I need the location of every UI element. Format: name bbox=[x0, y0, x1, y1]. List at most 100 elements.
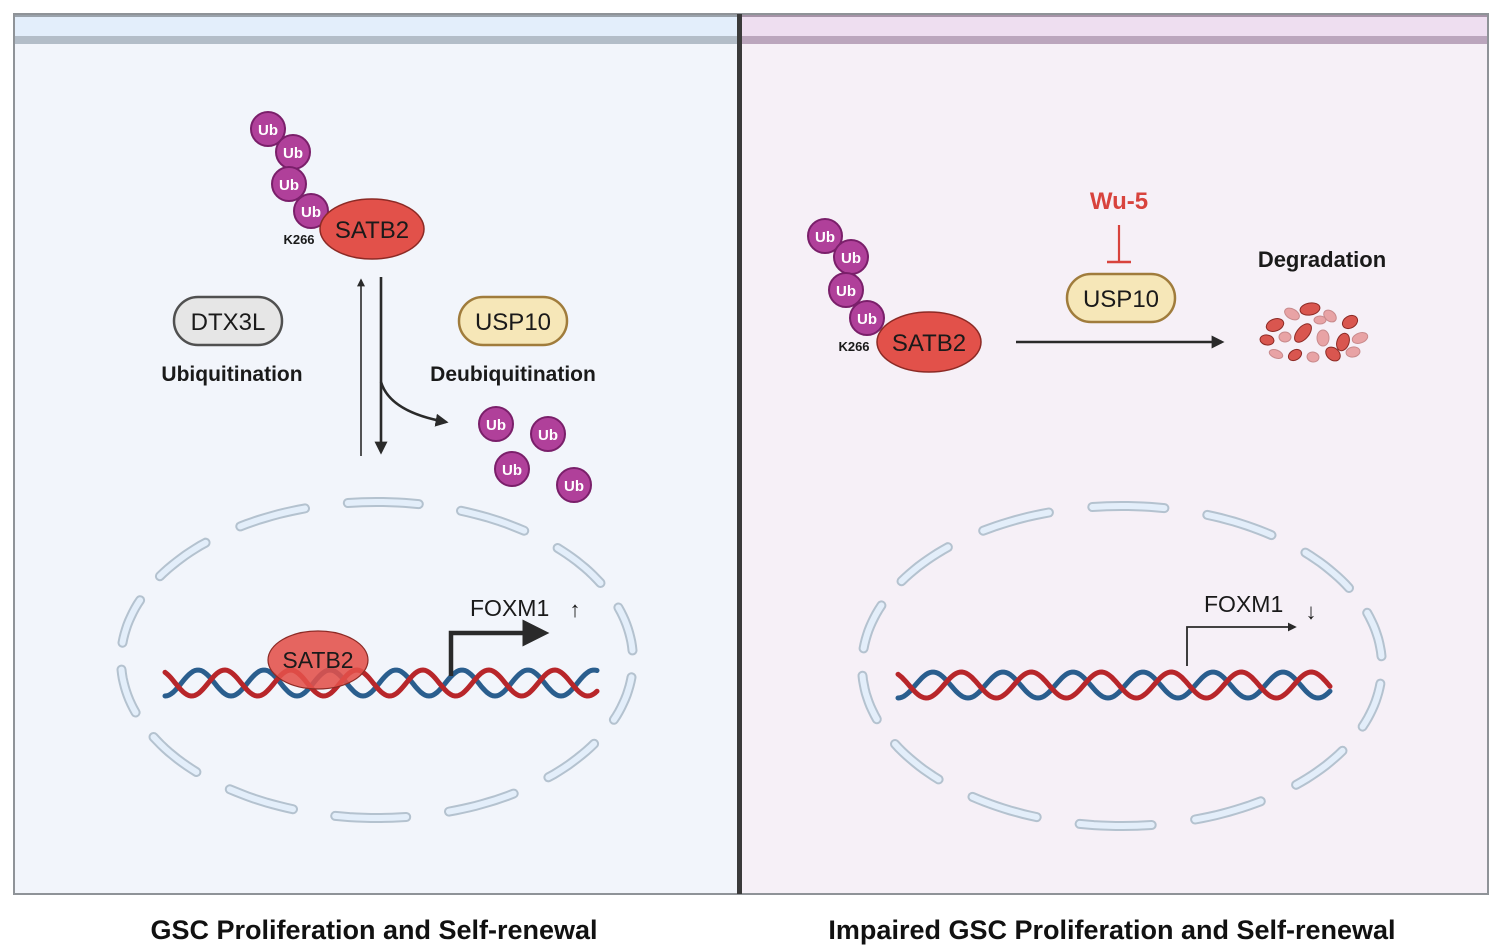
nuclear-envelope-segment-inner bbox=[150, 734, 200, 775]
left-foxm1-promoter: FOXM1 ↑ bbox=[448, 595, 581, 676]
ub-chain: Ub Ub Ub Ub bbox=[250, 111, 329, 229]
right-dna-helix bbox=[895, 669, 1333, 701]
protein-fragment bbox=[1323, 309, 1337, 323]
ub-label: Ub bbox=[502, 462, 522, 479]
usp10-deubiquitinase: USP10 Deubiquitination bbox=[430, 295, 596, 386]
k266-site-label: K266 bbox=[283, 232, 314, 247]
ub-circle: Ub bbox=[556, 467, 592, 503]
k266-site-label: K266 bbox=[838, 339, 869, 354]
dtx3l-ligase: DTX3L Ubiquitination bbox=[161, 295, 303, 386]
left-ubiquitinated-satb2: Ub Ub Ub Ub SATB2 K266 bbox=[250, 111, 425, 260]
satb2-protein bbox=[319, 198, 425, 260]
left-nucleus bbox=[116, 497, 638, 823]
nuclear-envelope-segment-inner bbox=[1302, 549, 1352, 591]
equilibrium-arrows bbox=[357, 277, 449, 456]
ub-circle: Ub bbox=[530, 416, 566, 452]
left-caption: GSC Proliferation and Self-renewal bbox=[150, 915, 597, 945]
deubiquitination-label: Deubiquitination bbox=[430, 363, 596, 386]
nuclear-envelope-segment-inner bbox=[332, 812, 410, 821]
ub-circle: Ub bbox=[494, 451, 530, 487]
ub-circle: Ub bbox=[807, 218, 843, 254]
right-panel-background bbox=[740, 14, 1488, 894]
left-panel bbox=[14, 13, 740, 894]
nuclear-envelope-segment-inner bbox=[1204, 511, 1275, 539]
right-panel-header-bar bbox=[740, 36, 1488, 44]
ub-label: Ub bbox=[836, 283, 856, 300]
ub-circle: Ub bbox=[275, 134, 311, 170]
foxm1-label: FOXM1 bbox=[470, 595, 549, 621]
nuclear-envelope-segment-inner bbox=[898, 544, 951, 585]
satb2-protein bbox=[876, 311, 982, 373]
nuclear-envelope-segment-inner bbox=[1076, 820, 1155, 829]
ub-circle: Ub bbox=[478, 406, 514, 442]
nuclear-envelope-segment-inner bbox=[156, 539, 209, 580]
nuclear-envelope-segment-inner bbox=[1089, 503, 1168, 512]
ub-circle: Ub bbox=[271, 166, 307, 202]
left-panel-header-bar bbox=[14, 36, 740, 44]
right-caption: Impaired GSC Proliferation and Self-rene… bbox=[828, 915, 1395, 945]
nuclear-envelope-segment-inner bbox=[860, 602, 885, 652]
dna-strand-blue bbox=[162, 667, 600, 699]
nuclear-envelope-segment-inner bbox=[1364, 609, 1385, 660]
satb2-bound-protein bbox=[267, 630, 369, 690]
nuclear-envelope-segment-inner bbox=[554, 545, 604, 586]
ub-circle: Ub bbox=[849, 300, 885, 336]
ub-label: Ub bbox=[301, 204, 321, 221]
nuclear-envelope-segment-inner bbox=[1293, 747, 1346, 788]
ub-circle: Ub bbox=[833, 239, 869, 275]
protein-fragment bbox=[1294, 323, 1312, 343]
nuclear-envelope-segment-inner bbox=[1359, 680, 1384, 730]
dna-strand-blue bbox=[895, 669, 1333, 701]
ub-circle: Ub bbox=[293, 193, 329, 229]
ubiquitination-label: Ubiquitination bbox=[161, 363, 302, 386]
ub-label: Ub bbox=[283, 145, 303, 162]
left-panel-header bbox=[14, 14, 740, 36]
left-satb2-dna-bound: SATB2 bbox=[267, 630, 369, 690]
nuclear-envelope-segment-inner bbox=[1192, 798, 1264, 823]
right-panel-header bbox=[740, 14, 1488, 36]
protein-fragment bbox=[1265, 318, 1285, 332]
nuclear-envelope-segment-inner bbox=[980, 509, 1052, 534]
ub-release-arrow bbox=[379, 381, 449, 427]
protein-fragment bbox=[1313, 315, 1327, 325]
protein-fragment bbox=[1345, 346, 1361, 358]
protein-fragment bbox=[1341, 314, 1359, 330]
protein-fragment bbox=[1284, 307, 1300, 321]
left-dna-helix bbox=[162, 667, 600, 699]
dna-strand-red bbox=[162, 667, 600, 699]
protein-fragment bbox=[1278, 331, 1292, 343]
protein-fragment bbox=[1336, 332, 1350, 352]
wu5-label: Wu-5 bbox=[1090, 188, 1148, 215]
nuclear-envelope-segment-inner bbox=[859, 672, 880, 723]
wu5-inhibition: Wu-5 bbox=[1090, 188, 1148, 264]
upregulation-arrow-icon: ↑ bbox=[570, 597, 581, 622]
degradation-label: Degradation bbox=[1258, 247, 1386, 272]
promoter-arrow-up bbox=[448, 619, 550, 676]
ub-label: Ub bbox=[815, 229, 835, 246]
figure-frame bbox=[13, 13, 1489, 895]
protein-fragment bbox=[1259, 334, 1275, 346]
nuclear-envelope-segment-inner bbox=[458, 507, 528, 534]
degraded-protein-fragments-icon bbox=[1259, 302, 1369, 363]
usp10-pill bbox=[457, 295, 569, 347]
protein-fragment bbox=[1316, 329, 1330, 347]
right-foxm1-promoter: FOXM1 ↓ bbox=[1186, 591, 1317, 666]
nuclear-envelope-segment-inner bbox=[237, 505, 308, 530]
ub-label: Ub bbox=[857, 311, 877, 328]
dna-strand-red bbox=[895, 669, 1333, 701]
right-panel bbox=[740, 13, 1488, 894]
nuclear-envelope-segment-inner bbox=[969, 793, 1040, 821]
ub-circle: Ub bbox=[828, 272, 864, 308]
ub-label: Ub bbox=[279, 177, 299, 194]
protein-fragment bbox=[1268, 349, 1284, 359]
promoter-arrow-down bbox=[1186, 622, 1297, 666]
nuclear-envelope-segment-inner bbox=[226, 786, 296, 813]
usp10-pill bbox=[1065, 272, 1177, 324]
ub-label: Ub bbox=[486, 417, 506, 434]
nuclear-envelope-segment-inner bbox=[118, 666, 139, 716]
right-nucleus bbox=[857, 501, 1387, 831]
ub-label: Ub bbox=[538, 427, 558, 444]
protein-fragment bbox=[1306, 351, 1320, 363]
dtx3l-pill bbox=[172, 295, 284, 347]
